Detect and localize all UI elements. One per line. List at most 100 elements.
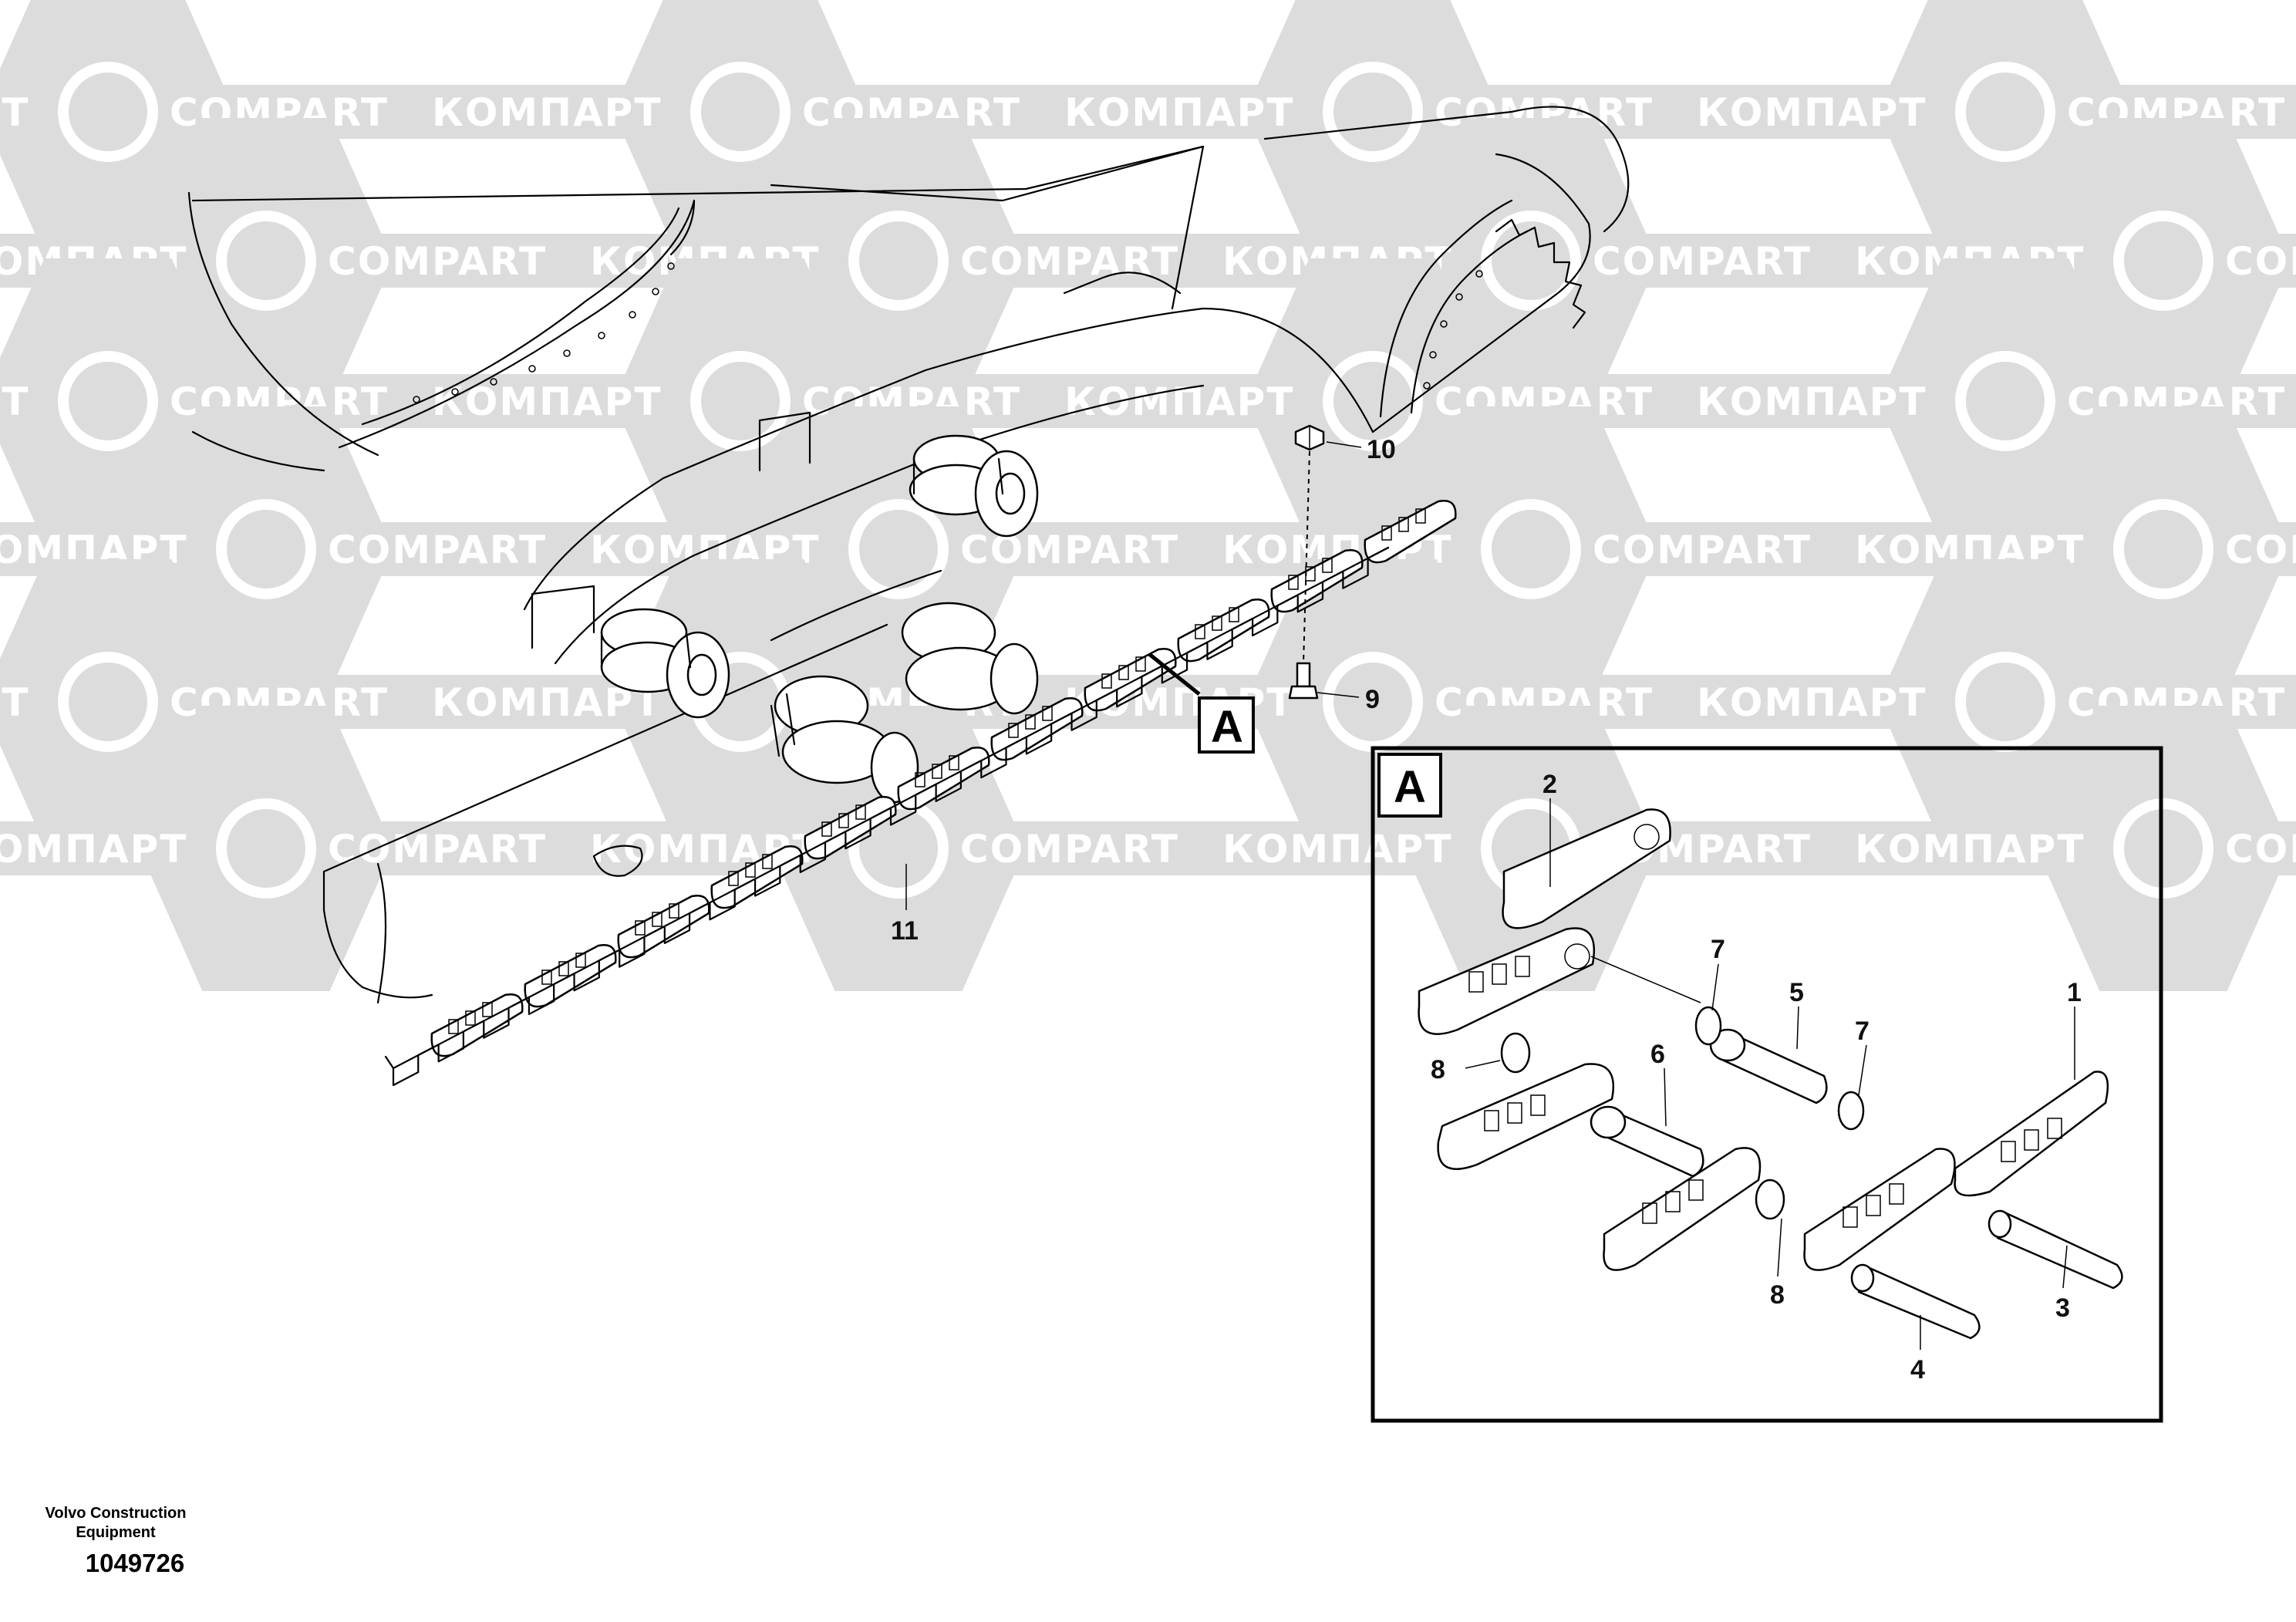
svg-text:9: 9 — [1365, 685, 1380, 714]
track-roller-upper — [909, 434, 1039, 538]
svg-text:Equipment: Equipment — [76, 1524, 156, 1541]
svg-text:6: 6 — [1650, 1040, 1665, 1069]
chain-link — [990, 697, 1084, 761]
chain-link-slot — [1135, 656, 1146, 672]
chain-link-slot — [762, 854, 773, 869]
watermark-text-latin: COMPART — [2225, 827, 2296, 872]
watermark-text-latin: COMPART — [960, 239, 1179, 284]
drawing-number: 1049726 — [86, 1549, 184, 1577]
watermark-text-cyrillic: КОМПАРТ — [0, 90, 29, 135]
svg-text:7: 7 — [1855, 1017, 1870, 1046]
detail-pointer-a: A — [1148, 653, 1255, 754]
watermark-band — [0, 821, 590, 875]
chain-link-slot — [838, 813, 849, 828]
chain-link-slot — [669, 903, 679, 919]
svg-text:A: A — [1211, 702, 1243, 752]
svg-text:8: 8 — [1431, 1055, 1445, 1084]
chain-link — [897, 747, 990, 811]
watermark-ring — [216, 798, 316, 899]
watermark-ring — [2113, 499, 2213, 599]
watermark-tile: КОМПАРТ COMPART — [0, 706, 590, 991]
watermark-ring — [1481, 211, 1581, 311]
watermark-text-latin: COMPART — [1593, 239, 1812, 284]
track-frame-drawing — [187, 106, 1630, 1004]
watermark-text-cyrillic: КОМПАРТ — [1697, 680, 1927, 725]
chain-link-slot — [821, 821, 832, 837]
watermark-layer: КОМПАРТ COMPART КОМПАРТ COMPART КОМПАРТ COMPA… — [0, 0, 2296, 991]
watermark-text-cyrillic: КОМПАРТ — [0, 680, 29, 725]
watermark-text-latin: COMPART — [2225, 239, 2296, 284]
watermark-band — [1839, 821, 2296, 875]
watermark-text-cyrillic: КОМПАРТ — [0, 379, 29, 424]
watermark-ring — [1955, 351, 2055, 451]
watermark-ring — [848, 211, 949, 311]
chain-link — [804, 796, 897, 860]
watermark-text-cyrillic: КОМПАРТ — [0, 827, 187, 872]
sprocket-holes-right — [1423, 270, 1483, 389]
watermark-tile: КОМПАРТ COMPART — [1839, 706, 2296, 991]
chain-link-slot — [855, 804, 866, 820]
watermark-ring — [2113, 798, 2213, 899]
svg-text:5: 5 — [1789, 978, 1804, 1007]
chain-link-slot — [1118, 665, 1129, 680]
chain-link — [1364, 500, 1457, 564]
chain-link-slot — [1101, 673, 1112, 689]
watermark-ring — [848, 499, 949, 599]
chain-link-slot — [652, 912, 663, 927]
watermark-text-latin: COMPART — [960, 827, 1179, 872]
chain-link-slot — [1195, 624, 1205, 639]
svg-text:2: 2 — [1542, 770, 1557, 799]
chain-link-slot — [1229, 607, 1239, 622]
watermark-text-latin: COMPART — [2225, 528, 2296, 572]
svg-text:Volvo Construction: Volvo Construction — [46, 1505, 187, 1522]
watermark-ring — [58, 652, 158, 752]
svg-text:A: A — [1394, 762, 1426, 812]
chain-link-slot — [482, 1002, 493, 1017]
chain-link — [1177, 599, 1270, 663]
watermark-text-cyrillic: КОМПАРТ — [1222, 827, 1452, 872]
watermark-text-cyrillic: КОМПАРТ — [432, 90, 662, 135]
bolt-item-9 — [1288, 662, 1319, 700]
chain-link-slot — [448, 1019, 459, 1034]
chain-link-slot — [1025, 714, 1036, 730]
watermark-text-latin: COMPART — [328, 827, 547, 872]
watermark-ring — [216, 211, 316, 311]
watermark-text-cyrillic: КОМПАРТ — [1064, 90, 1294, 135]
watermark-text-cyrillic: КОМПАРТ — [432, 379, 662, 424]
detail-a-box: A — [1371, 746, 2163, 1423]
watermark-text-latin: COMPART — [1593, 528, 1812, 572]
detail-callouts: 2 7 5 7 6 8 8 1 3 4 — [1431, 770, 2082, 1384]
footer-branding: Volvo Construction Equipment 1049726 — [46, 1505, 187, 1577]
chain-link-slot — [1415, 508, 1426, 524]
watermark-ring — [58, 351, 158, 451]
chain-link-slot — [915, 772, 925, 787]
chain-link-slot — [558, 961, 569, 976]
chain-link-slot — [1042, 706, 1053, 721]
chain-link-slot — [745, 862, 756, 878]
watermark-band — [575, 821, 1222, 875]
watermark-text-latin: COMPART — [960, 528, 1179, 572]
chain-link-slot — [1288, 575, 1299, 590]
detail-parts — [1418, 808, 2123, 1340]
watermark-ring — [1955, 62, 2055, 162]
watermark-ring — [216, 499, 316, 599]
nut-item-10 — [1294, 424, 1325, 451]
svg-text:7: 7 — [1711, 935, 1725, 964]
svg-text:11: 11 — [891, 916, 919, 946]
chain-link-slot — [1008, 723, 1019, 738]
watermark-text-cyrillic: КОМПАРТ — [1855, 827, 2085, 872]
watermark-ring — [690, 62, 791, 162]
chain-link-slot — [1398, 517, 1409, 532]
watermark-ring — [58, 62, 158, 162]
chain-link-slot — [1381, 525, 1392, 541]
track-shoes-top-edge — [384, 546, 1390, 1070]
svg-text:8: 8 — [1770, 1280, 1785, 1310]
svg-text:3: 3 — [2055, 1293, 2070, 1323]
svg-text:1: 1 — [2067, 978, 2082, 1007]
watermark-text-cyrillic: КОМПАРТ — [1697, 90, 1927, 135]
